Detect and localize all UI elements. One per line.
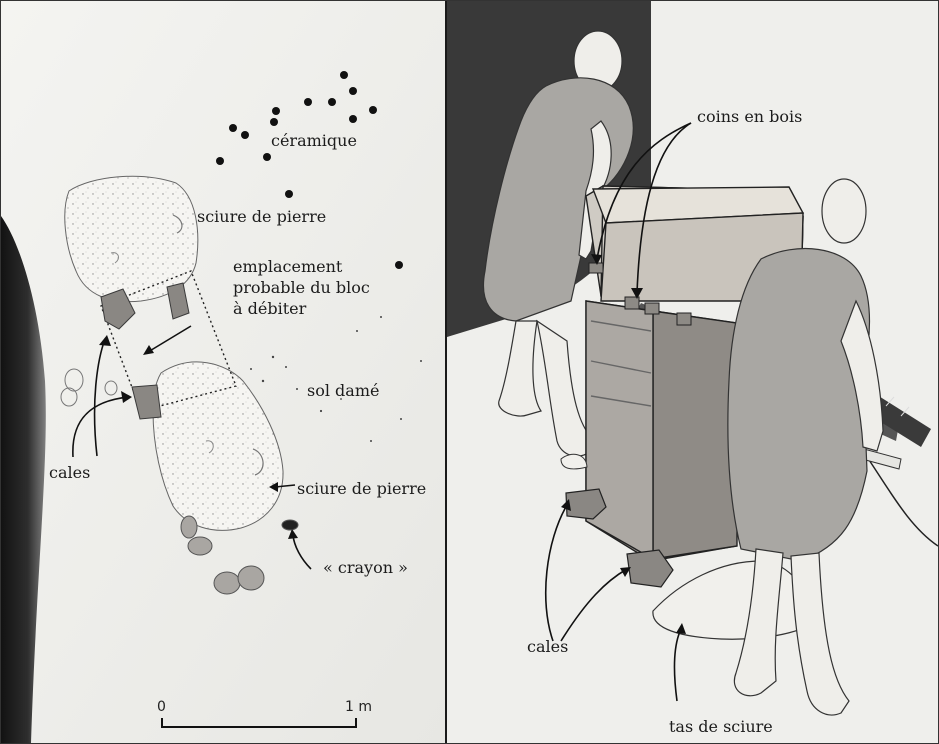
label-cales-scene: cales [527,637,568,657]
scale-end-label: 1 m [345,699,372,715]
label-crayon: « crayon » [323,558,408,578]
label-sciure-bottom: sciure de pierre [297,479,426,499]
label-emplacement-line3: à débiter [233,298,370,319]
label-sol-dame: sol damé [307,381,379,401]
label-emplacement: emplacement probable du bloc à débiter [233,256,370,319]
label-emplacement-line2: probable du bloc [233,277,370,298]
label-coins-en-bois: coins en bois [697,107,802,127]
upper-stone-block [65,176,198,301]
label-sciure-top: sciure de pierre [197,207,326,227]
label-tas-de-sciure: tas de sciure [669,717,773,737]
label-emplacement-line1: emplacement [233,256,370,277]
scale-start-label: 0 [157,699,166,715]
scene-panel [447,1,938,743]
plan-panel [1,1,446,743]
label-ceramique: céramique [271,131,357,151]
label-cales-plan: cales [49,463,90,483]
